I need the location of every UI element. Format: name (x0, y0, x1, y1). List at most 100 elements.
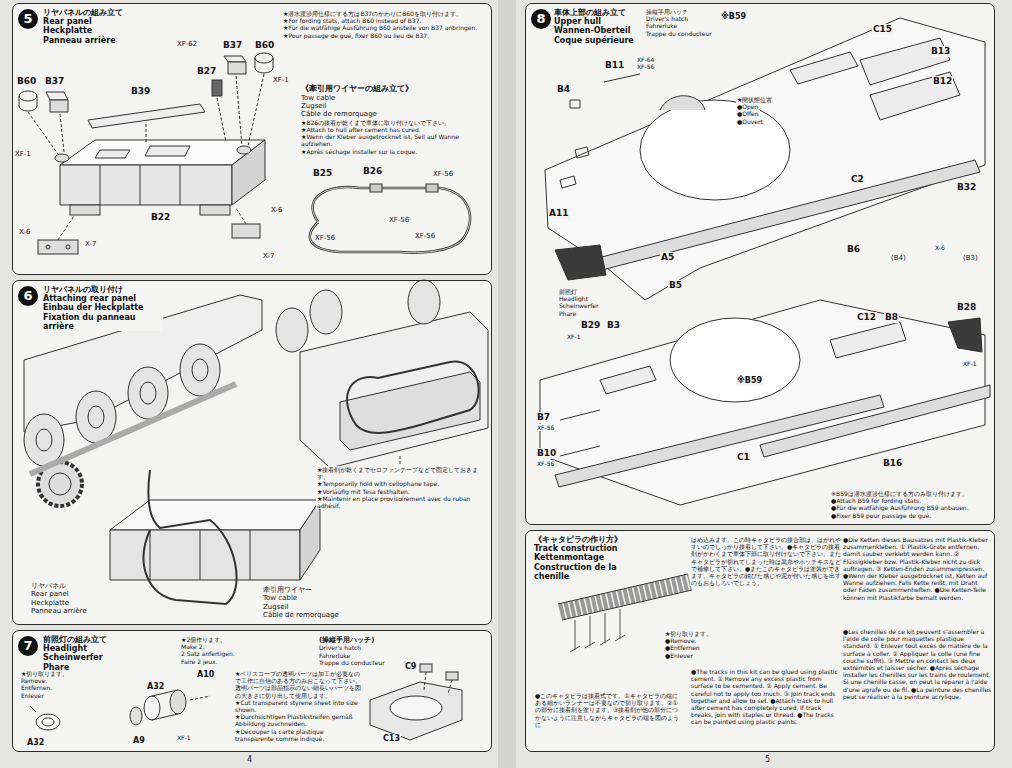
lower-hull-drawing (560, 410, 600, 456)
hull-rear-drawing (88, 406, 104, 428)
lower-hull-drawing (540, 300, 985, 505)
part-number: B7 (536, 412, 551, 423)
headlight-drawing (30, 706, 36, 712)
part-number: C13 (382, 734, 401, 744)
hatch-drawing (446, 672, 458, 680)
headlight-drawing (30, 690, 210, 730)
part-number: A10 (196, 670, 215, 680)
paint-code: XF-1 (272, 76, 290, 84)
part-number: B22 (150, 212, 171, 223)
note-text: Faire 2 jeux. (180, 658, 219, 665)
part-number: C1 (736, 452, 751, 463)
part-number: B27 (196, 66, 217, 77)
upper-hull-drawing (555, 245, 606, 280)
note-text: ★切り取ります。 (664, 630, 713, 637)
tow-cable-drawing (310, 187, 470, 252)
step-number: 6 (18, 286, 38, 306)
hull-rear-drawing (310, 290, 342, 334)
part-number: B60 (16, 76, 37, 87)
hull-rear-drawing (276, 308, 308, 352)
part-number: A32 (26, 738, 45, 748)
panel-ground (525, 3, 995, 525)
part-number: B10 (536, 448, 557, 459)
upper-hull-drawing (790, 52, 858, 84)
sub-heading: (操縦手用ハッチ) (318, 636, 375, 644)
step-heading: リヤパネルの組み立て Rear panel Heckplatte Panneau… (43, 8, 127, 45)
note-text: ●Remove. (664, 637, 698, 644)
hull-rear-drawing (192, 359, 208, 381)
headlight-drawing (170, 690, 186, 714)
hull-rear-drawing (340, 372, 480, 450)
panel-ground (525, 530, 995, 752)
part-number: B25 (312, 168, 333, 179)
rear-panel-drawing (232, 140, 265, 205)
note-text: ★Vorläufig mit Tesa festhalten. (316, 488, 490, 495)
note-text: 前照灯 (558, 288, 578, 295)
rear-panel-drawing (70, 205, 100, 215)
lower-hull-drawing (948, 318, 982, 352)
note-text: ★Attach to hull after cement has cured. (300, 126, 490, 133)
upper-hull-drawing (560, 74, 640, 188)
note-text: 2 Satz anfertigen. (180, 650, 236, 657)
part-number: A5 (660, 252, 675, 263)
note-text: 操縦手用ハッチ (645, 8, 689, 15)
note-text: Tow cable (300, 94, 336, 102)
rear-panel-drawing (19, 91, 37, 101)
step-number-text: 7 (18, 636, 38, 656)
note-text: Driver's hatch (645, 15, 689, 22)
part-number: B29 (580, 320, 601, 331)
paint-code: X-6 (18, 228, 31, 236)
paint-code: XF-64 (636, 56, 655, 63)
rear-panel-drawing (38, 240, 78, 254)
paint-code: XF-1 (176, 734, 192, 741)
rear-panel-drawing (19, 53, 273, 254)
hull-rear-drawing (300, 500, 320, 580)
note-text: ★ペリスコープの透明パーツは加工が必要なので工作に自信のある方のみおこなって下さ… (234, 670, 364, 699)
upper-hull-drawing (598, 160, 980, 270)
note-text: リヤパネル (30, 582, 67, 590)
panel-ground (12, 3, 995, 752)
note-text: Rear panel (30, 590, 70, 598)
hull-rear-drawing (180, 344, 220, 396)
paint-code: X-6 (934, 244, 946, 251)
panel-ground (12, 280, 492, 625)
hull-rear-drawing (144, 470, 237, 604)
note-text: ●Fixer B59 pour passage de gué. (830, 512, 994, 519)
step-heading: 《キャタピラの作り方》 Track construction Kettenmon… (534, 535, 646, 581)
lower-hull-drawing (760, 385, 990, 457)
lower-hull-drawing (600, 366, 656, 394)
part-number: B8 (884, 312, 899, 323)
note-text: Driver's hatch (318, 644, 362, 651)
hull-rear-drawing (24, 280, 488, 604)
note-text: 牽引用ワイヤー (262, 586, 313, 594)
note-text: ★Temporarily hold with cellophane tape. (316, 480, 490, 487)
hatch-drawing (424, 672, 452, 694)
track-drawing (575, 609, 620, 650)
headlight-drawing (36, 714, 60, 730)
note-text: ●Attach B59 for fording stats. (830, 497, 994, 504)
lower-hull-drawing (540, 300, 990, 505)
part-number: B12 (932, 76, 953, 87)
note-text: ●Les chenilles de ce kit peuvent s'assem… (842, 628, 994, 700)
paint-code: XF-62 (176, 40, 198, 48)
rear-panel-drawing (212, 80, 222, 96)
part-number: A11 (548, 208, 570, 219)
hull-rear-drawing (128, 367, 168, 419)
lower-hull-drawing (830, 322, 906, 358)
note-text: はめ込みます。この時キャタピラの接合部は、はがれやすいのでしっかり接着して下さい… (690, 536, 842, 586)
hull-rear-drawing (300, 312, 488, 468)
hatch-drawing (390, 696, 442, 720)
headlight-drawing (190, 696, 210, 700)
rear-panel-drawing (66, 245, 70, 249)
page-number: 4 (246, 755, 253, 765)
note-text: Tow cable (262, 594, 298, 602)
part-number: A32 (146, 682, 165, 692)
rear-panel-drawing (100, 165, 180, 205)
step-panel: 8車体上部の組み立て Upper hull Wannen-Oberteil Co… (525, 3, 995, 525)
hull-rear-drawing (408, 280, 440, 324)
note-text: ●The tracks in this kit can be glued usi… (690, 668, 842, 726)
rear-panel-drawing (46, 92, 68, 100)
part-number: B32 (956, 182, 977, 193)
part-number: C9 (404, 662, 417, 672)
note-text: Trappe du conducteur (318, 659, 386, 666)
